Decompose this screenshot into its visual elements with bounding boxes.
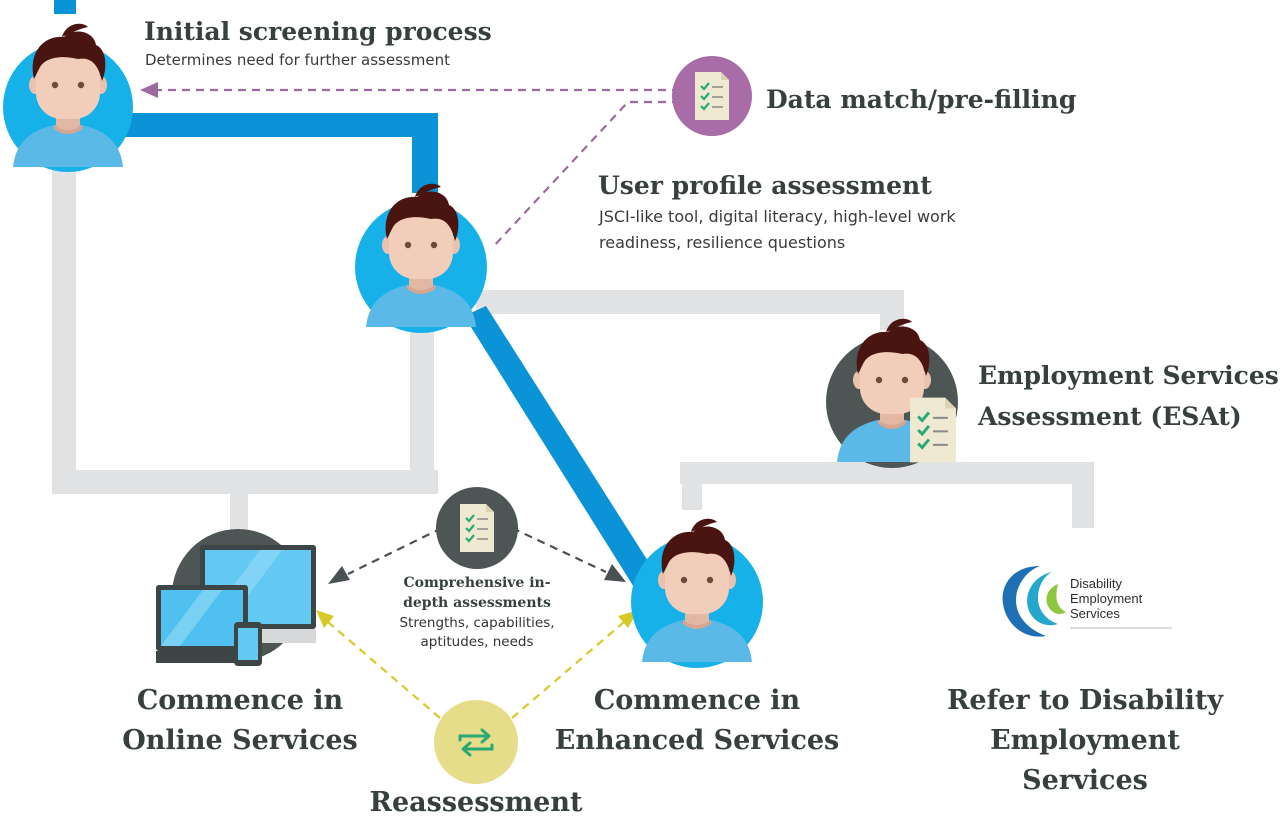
person-user-profile bbox=[355, 183, 487, 333]
des-referral-line1: Refer to Disability bbox=[946, 685, 1224, 716]
user-profile-subtitle-line2: readiness, resilience questions bbox=[599, 233, 846, 252]
person-enhanced bbox=[631, 518, 763, 668]
comprehensive-subtitle-line1: Strengths, capabilities, bbox=[399, 615, 555, 631]
dashed-arrow-datamatch-to-initial bbox=[140, 82, 680, 98]
initial-screening-title: Initial screening process bbox=[144, 17, 492, 46]
des-referral-line3: Services bbox=[1022, 765, 1148, 796]
online-services-line2: Online Services bbox=[122, 725, 358, 756]
person-initial-screening bbox=[3, 23, 133, 172]
enhanced-services-line2: Enhanced Services bbox=[554, 725, 840, 756]
dashed-line-datamatch-to-profile bbox=[491, 100, 680, 249]
swap-arrows-icon bbox=[434, 700, 518, 784]
des-logo-line2: Employment bbox=[1070, 591, 1143, 606]
esat-title-line2: Assessment (ESAt) bbox=[978, 402, 1242, 431]
esat-title-line1: Employment Services bbox=[978, 361, 1279, 390]
grey-connectors bbox=[52, 160, 1094, 540]
datamatch-title: Data match/pre-filling bbox=[766, 85, 1077, 114]
enhanced-services-line1: Commence in bbox=[593, 685, 801, 716]
checklist-icon bbox=[908, 396, 958, 464]
des-logo: Disability Employment Services bbox=[985, 550, 1175, 660]
online-services-line1: Commence in bbox=[136, 685, 344, 716]
comprehensive-title-line1: Comprehensive in- bbox=[403, 575, 551, 591]
initial-screening-subtitle: Determines need for further assessment bbox=[145, 51, 450, 69]
des-logo-line3: Services bbox=[1070, 606, 1120, 621]
comprehensive-title-line2: depth assessments bbox=[403, 595, 551, 611]
comprehensive-checklist-icon bbox=[436, 487, 518, 569]
datamatch-checklist-icon bbox=[672, 56, 752, 136]
des-referral-line2: Employment bbox=[990, 725, 1180, 756]
reassessment-title: Reassessment bbox=[369, 787, 583, 818]
des-logo-line1: Disability bbox=[1070, 576, 1123, 591]
comprehensive-subtitle-line2: aptitudes, needs bbox=[420, 634, 534, 650]
user-profile-title: User profile assessment bbox=[598, 171, 932, 200]
dashed-arrow-comp-to-enhanced bbox=[511, 527, 626, 582]
dashed-arrow-comp-to-online bbox=[328, 527, 443, 584]
dashed-arrow-reassess-to-online bbox=[316, 610, 441, 719]
user-profile-subtitle-line1: JSCI-like tool, digital literacy, high-l… bbox=[599, 207, 956, 226]
blue-flow-path bbox=[54, 0, 660, 592]
computer-devices-icon bbox=[156, 529, 316, 666]
